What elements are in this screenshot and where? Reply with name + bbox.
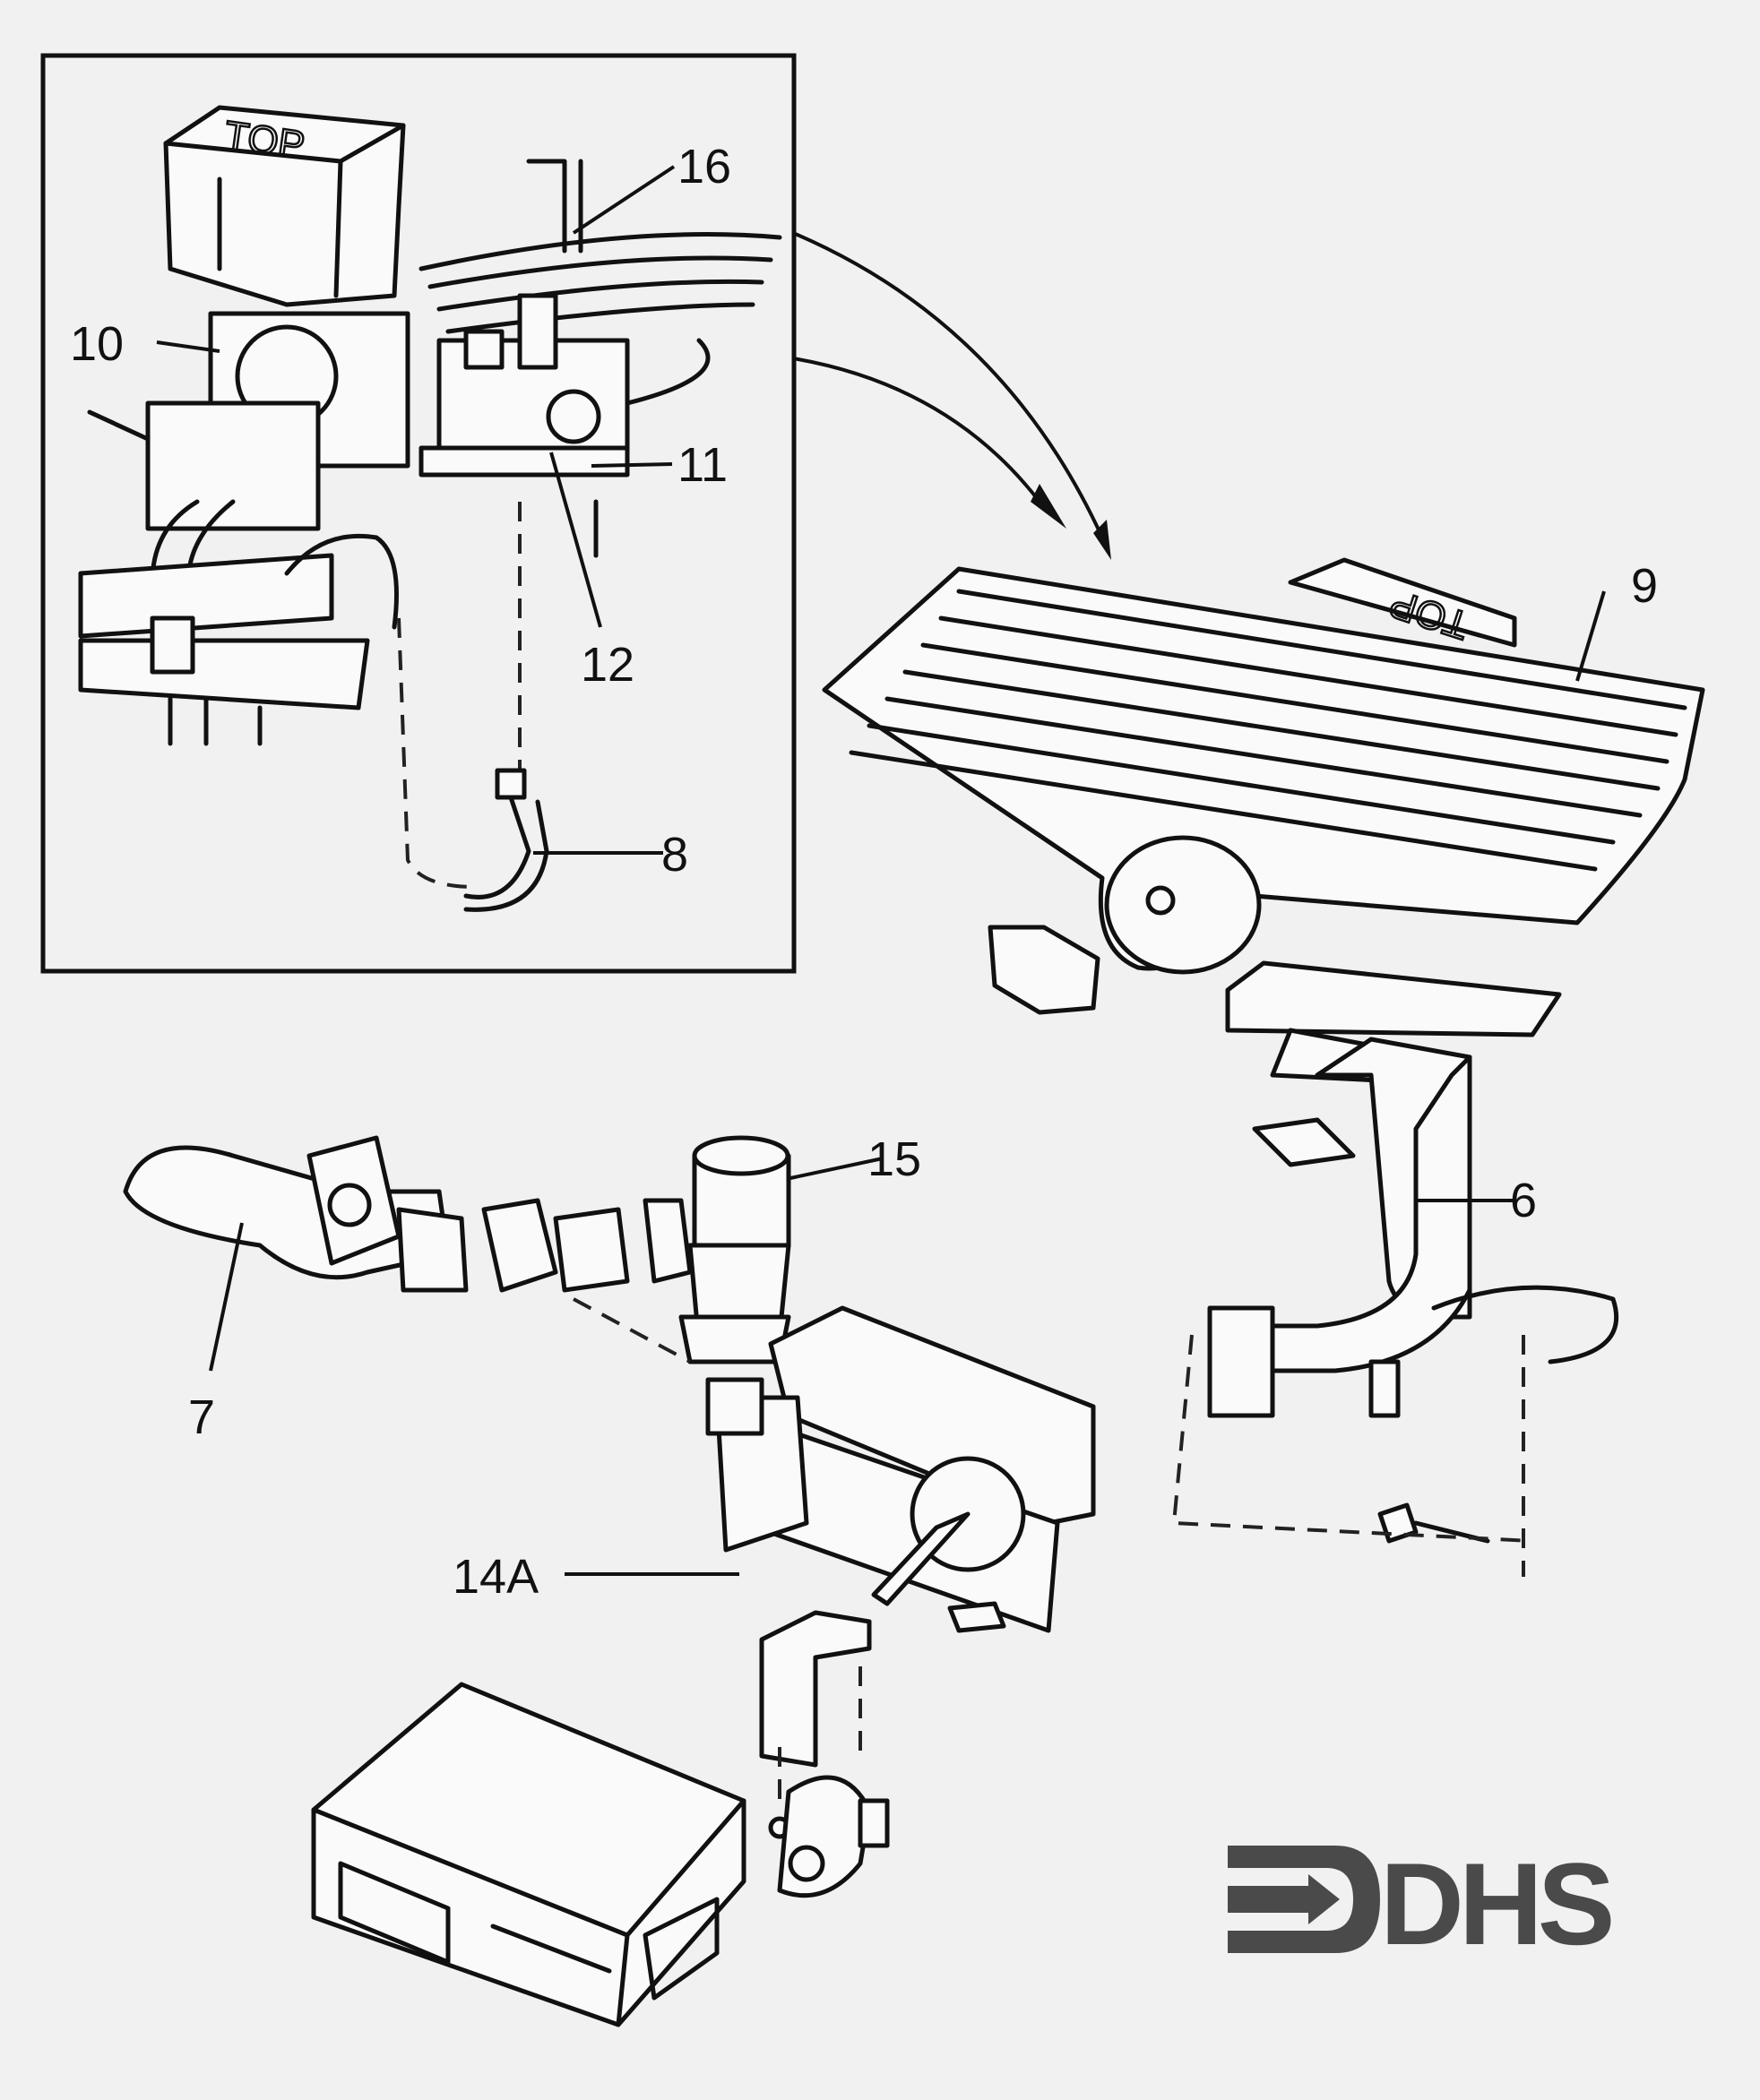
detail-arrows <box>792 231 1111 560</box>
magnet-unit <box>87 311 410 612</box>
callout-12: 12 <box>581 638 634 692</box>
callout-10: 10 <box>70 317 124 371</box>
leader-lines <box>156 165 1606 1576</box>
igniter <box>777 1775 890 1898</box>
gas-control-valve <box>705 1305 1096 1633</box>
callout-16: 16 <box>677 140 731 194</box>
callout-14a: 14A <box>453 1550 539 1604</box>
pilot-assembly <box>418 159 630 558</box>
detail-inset: TOP <box>40 53 797 974</box>
control-module <box>311 1682 746 2027</box>
burner-tube <box>1207 1037 1619 1544</box>
solenoid <box>678 1135 791 1364</box>
callout-8: 8 <box>661 828 688 882</box>
callout-15: 15 <box>867 1132 921 1186</box>
callout-11: 11 <box>677 438 728 492</box>
mounting-plate-inset <box>78 533 399 746</box>
callout-7: 7 <box>188 1390 215 1444</box>
top-shield: TOP <box>163 105 406 307</box>
callout-6: 6 <box>1510 1174 1537 1227</box>
pilot-tube <box>463 768 549 912</box>
dhs-logo: DHS <box>1228 1838 1617 1969</box>
main-burner: TOP <box>822 557 1705 1087</box>
burner-fins-inset <box>418 232 782 406</box>
gas-pipe <box>123 1135 693 1293</box>
logo-text: DHS <box>1380 1838 1611 1969</box>
callout-9: 9 <box>1631 559 1658 613</box>
